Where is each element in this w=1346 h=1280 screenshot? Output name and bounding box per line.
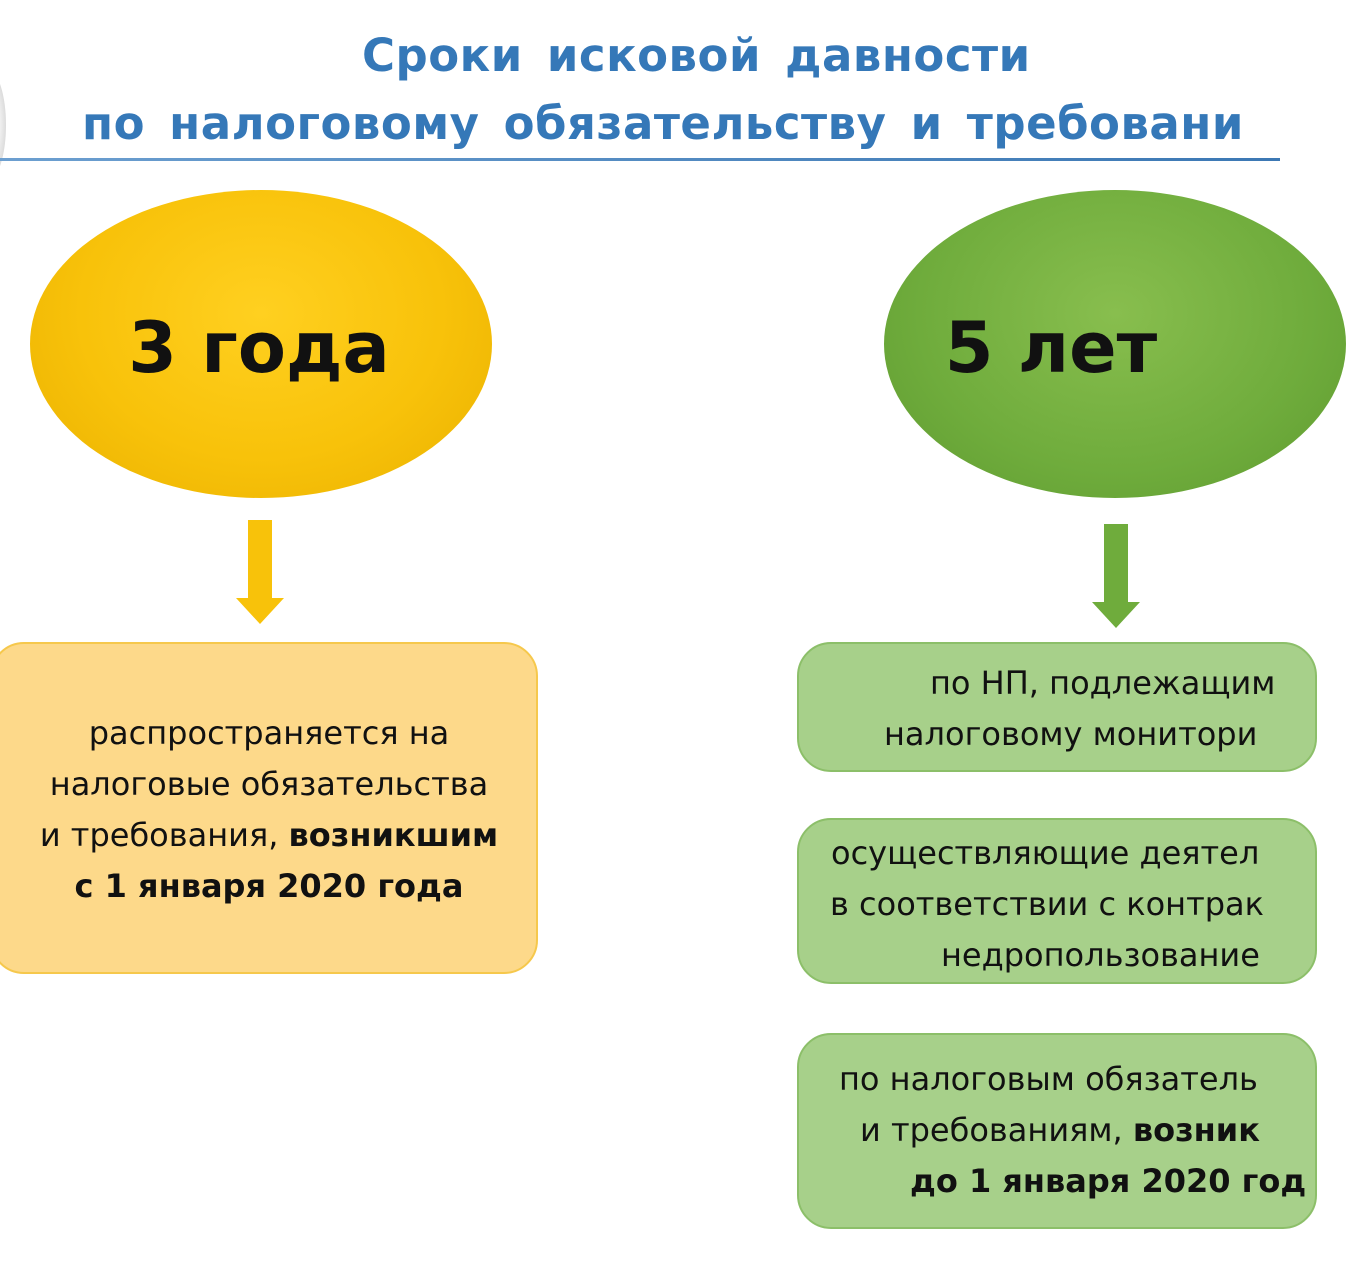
subsoil-line-2: в соответствии с контрак	[830, 885, 1264, 923]
three-year-scope-line-3: и требования, возникшим	[2, 810, 536, 861]
pre-2020-line-3: до 1 января 2020 год	[910, 1156, 1306, 1207]
period-5-years-ellipse: 5 лет	[884, 190, 1346, 498]
subsoil-use-box: осуществляющие деятел в соответствии с к…	[797, 818, 1317, 984]
monitoring-line-2: налоговому монитори	[884, 715, 1258, 753]
three-year-scope-line-3-plain: и требования,	[39, 816, 289, 854]
period-5-years-label: 5 лет	[944, 307, 1158, 389]
edge-decoration	[0, 70, 6, 180]
down-arrow-icon-green	[1092, 524, 1140, 628]
three-year-scope-line-3-bold: возникшим	[288, 816, 499, 854]
title-line-2: по налоговому обязательству и требовани	[82, 97, 1244, 150]
pre-2020-line-1: по налоговым обязатель	[839, 1060, 1258, 1098]
slide: Сроки исковой давности по налоговому обя…	[0, 29, 1346, 1229]
three-year-scope-line-4: с 1 января 2020 года	[2, 861, 536, 912]
monitoring-line-1: по НП, подлежащим	[930, 664, 1276, 702]
three-year-scope-box: распространяется на налоговые обязательс…	[0, 642, 538, 974]
pre-2020-line-3-bold: до 1 января 2020 год	[910, 1162, 1307, 1200]
subsoil-line-3: недропользование	[941, 936, 1260, 974]
pre-2020-line-2-plain: и требованиям,	[860, 1111, 1133, 1149]
three-year-scope-line-4-bold: с 1 января 2020 года	[74, 867, 464, 905]
title-line-1: Сроки исковой давности	[362, 29, 1031, 82]
period-3-years-label: 3 года	[128, 307, 390, 389]
period-3-years-ellipse: 3 года	[30, 190, 492, 498]
pre-2020-obligations-box: по налоговым обязатель и требованиям, во…	[797, 1033, 1317, 1229]
down-arrow-icon-yellow	[236, 520, 284, 624]
pre-2020-line-2: и требованиям, возник	[860, 1105, 1260, 1156]
title-divider	[0, 158, 1280, 161]
pre-2020-line-2-bold: возник	[1132, 1111, 1260, 1149]
subsoil-line-1: осуществляющие деятел	[831, 834, 1260, 872]
monitoring-taxpayers-box: по НП, подлежащим налоговому монитори	[797, 642, 1317, 772]
three-year-scope-line-2: налоговые обязательства	[49, 765, 489, 803]
three-year-scope-line-1: распространяется на	[88, 714, 450, 752]
